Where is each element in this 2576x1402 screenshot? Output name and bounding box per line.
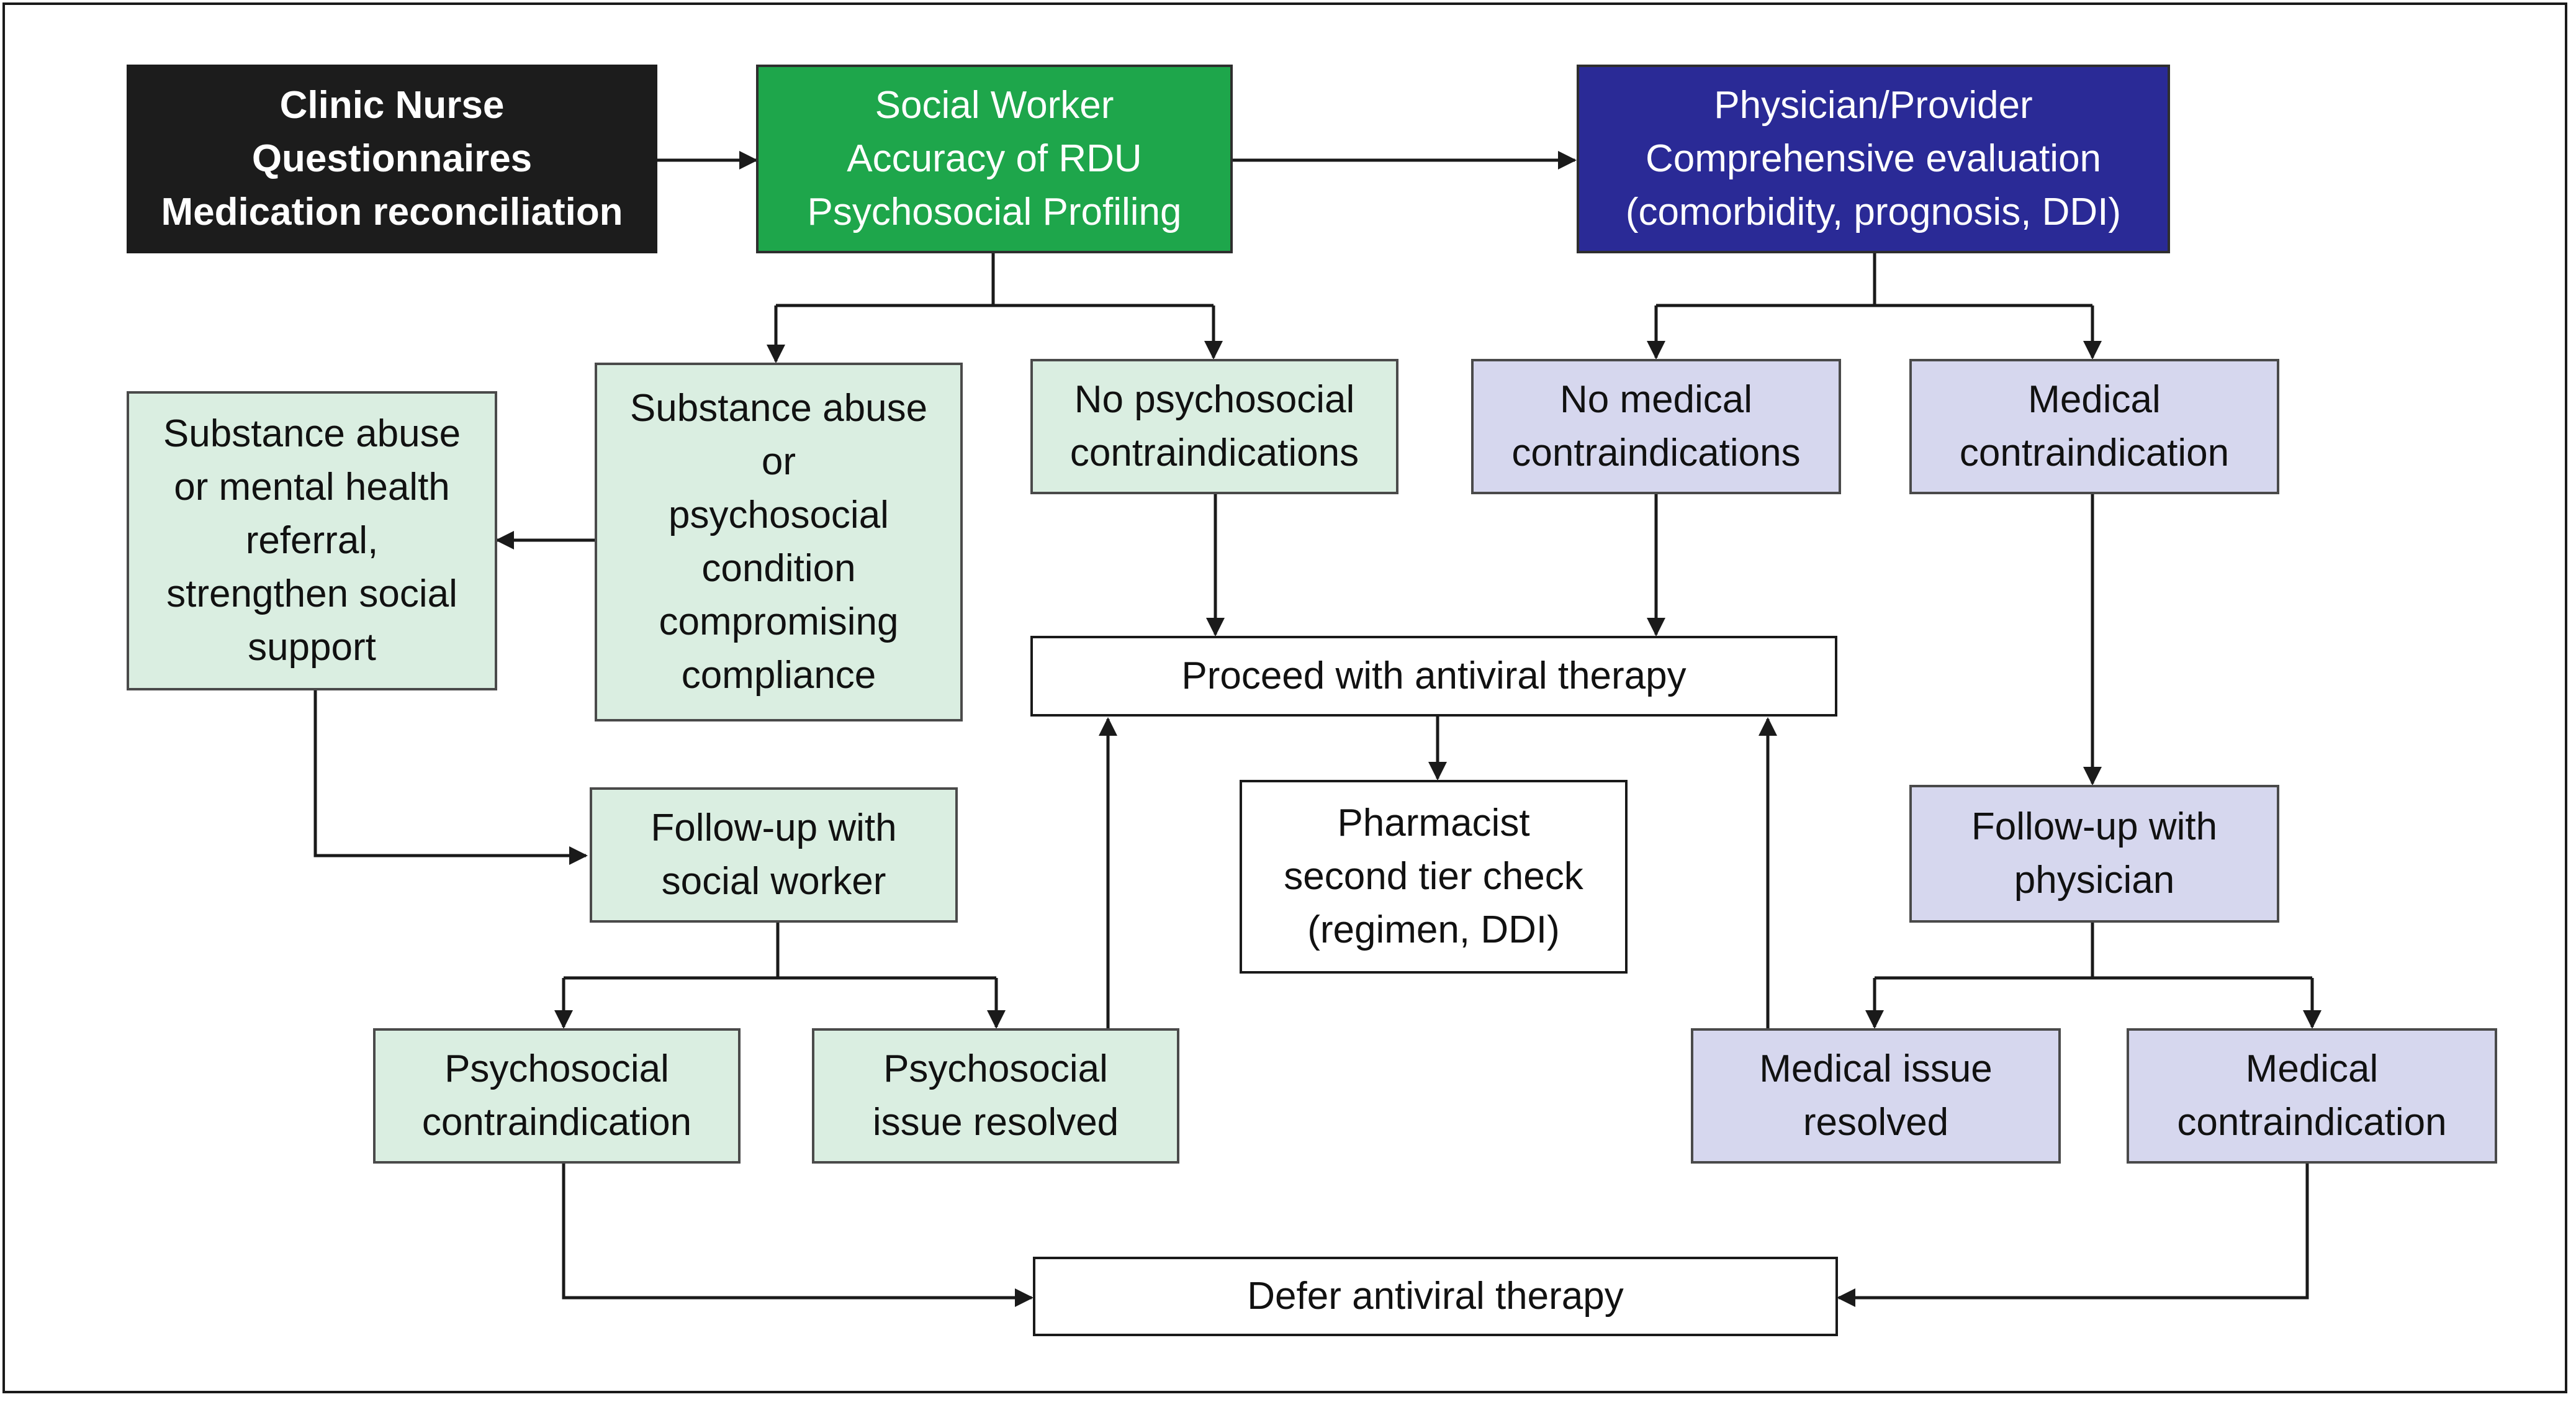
psychosocial-resolved-text: Psychosocial issue resolved (872, 1047, 1119, 1144)
medical-contraindication-top-text: Medical contraindication (1959, 378, 2230, 474)
no-medical-box: No medical contraindications (1471, 359, 1841, 494)
medical-contraindication-bottom-text: Medical contraindication (2177, 1047, 2447, 1144)
social-worker-text: Social Worker Accuracy of RDU Psychosoci… (807, 84, 1182, 233)
followup-physician-box: Follow-up with physician (1909, 785, 2279, 923)
proceed-box: Proceed with antiviral therapy (1030, 636, 1837, 717)
followup-social-text: Follow-up with social worker (651, 807, 897, 903)
medical-contraindication-top-box: Medical contraindication (1909, 359, 2279, 494)
clinic-nurse-box: Clinic Nurse Questionnaires Medication r… (127, 65, 657, 253)
substance-condition-box: Substance abuse or psychosocial conditio… (595, 363, 963, 721)
substance-referral-box: Substance abuse or mental health referra… (127, 391, 497, 690)
physician-box: Physician/Provider Comprehensive evaluat… (1577, 65, 2170, 253)
defer-text: Defer antiviral therapy (1247, 1275, 1624, 1318)
followup-physician-text: Follow-up with physician (1971, 805, 2218, 902)
substance-referral-text: Substance abuse or mental health referra… (163, 412, 461, 669)
medical-resolved-box: Medical issue resolved (1691, 1028, 2061, 1164)
branch-social-worker (776, 253, 1214, 307)
clinic-nurse-text: Clinic Nurse Questionnaires Medication r… (161, 84, 623, 233)
substance-condition-text: Substance abuse or psychosocial conditio… (629, 387, 928, 697)
arrow-referral-to-followup (313, 689, 588, 865)
branch-followup-social (564, 922, 996, 980)
followup-social-box: Follow-up with social worker (590, 787, 958, 923)
medical-contraindication-bottom-box: Medical contraindication (2127, 1028, 2497, 1164)
no-psychosocial-box: No psychosocial contraindications (1030, 359, 1398, 494)
pharmacist-text: Pharmacist second tier check (regimen, D… (1284, 802, 1583, 951)
psychosocial-resolved-box: Psychosocial issue resolved (812, 1028, 1179, 1164)
social-worker-box: Social Worker Accuracy of RDU Psychosoci… (756, 65, 1233, 253)
psychosocial-contraindication-box: Psychosocial contraindication (373, 1028, 741, 1164)
branch-followup-physician (1875, 922, 2312, 980)
medical-resolved-text: Medical issue resolved (1759, 1047, 1993, 1144)
psychosocial-contraindication-text: Psychosocial contraindication (421, 1047, 692, 1144)
physician-text: Physician/Provider Comprehensive evaluat… (1625, 84, 2122, 233)
arrow-psychosocial-contraindication-to-defer (562, 1162, 1034, 1307)
no-psychosocial-text: No psychosocial contraindications (1070, 378, 1359, 474)
no-medical-text: No medical contraindications (1511, 378, 1801, 474)
defer-box: Defer antiviral therapy (1033, 1257, 1838, 1336)
branch-physician (1656, 253, 2092, 307)
pharmacist-box: Pharmacist second tier check (regimen, D… (1240, 780, 1628, 974)
arrow-medical-contraindication-to-defer (1837, 1162, 2309, 1307)
proceed-text: Proceed with antiviral therapy (1181, 654, 1687, 697)
